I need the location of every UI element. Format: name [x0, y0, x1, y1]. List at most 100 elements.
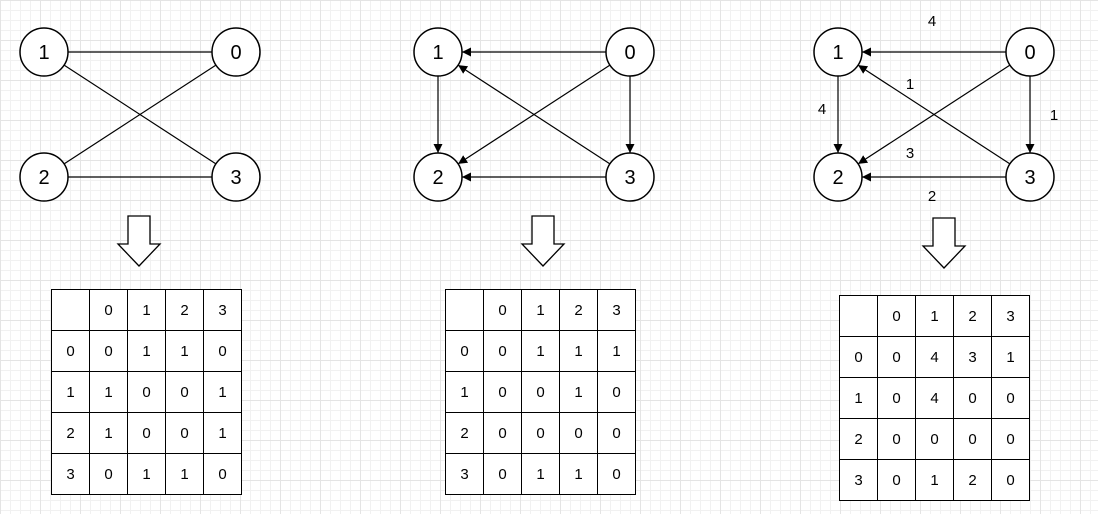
matrix-cell: 1 [521, 453, 560, 495]
matrix-cell: 0 [127, 371, 166, 413]
svg-text:3: 3 [230, 167, 241, 189]
graph-node: 0 [1005, 27, 1055, 77]
graph-node: 0 [605, 27, 655, 77]
svg-text:3: 3 [1024, 167, 1035, 189]
matrix-cell: 0 [483, 330, 522, 372]
matrix-header-cell: 2 [165, 289, 204, 331]
graph-node: 1 [413, 27, 463, 77]
matrix-cell: 0 [597, 412, 636, 454]
matrix-cell: 1 [521, 330, 560, 372]
matrix-header-cell: 3 [203, 289, 242, 331]
matrix-cell: 1 [597, 330, 636, 372]
edge-3-1 [457, 64, 611, 165]
matrix-cell: 0 [597, 453, 636, 495]
matrix-cell: 4 [915, 336, 954, 378]
matrix-header-cell: 0 [877, 295, 916, 337]
matrix-cell: 1 [89, 412, 128, 454]
matrix-cell: 3 [953, 336, 992, 378]
matrix-cell: 1 [915, 459, 954, 501]
graph-node: 2 [813, 152, 863, 202]
svg-text:0: 0 [1024, 42, 1035, 64]
matrix-cell: 1 [203, 371, 242, 413]
matrix-cell: 0 [991, 377, 1030, 419]
matrix-header-cell: 3 [597, 289, 636, 331]
matrix-cell: 1 [559, 371, 598, 413]
matrix-cell: 0 [127, 412, 166, 454]
matrix-row-label: 0 [839, 336, 878, 378]
svg-text:0: 0 [624, 42, 635, 64]
matrix-cell: 1 [559, 330, 598, 372]
matrix-row-label: 2 [445, 412, 484, 454]
svg-text:2: 2 [832, 167, 843, 189]
svg-text:2: 2 [432, 167, 443, 189]
matrix-cell: 1 [165, 453, 204, 495]
matrix-cell: 1 [991, 336, 1030, 378]
svg-text:1: 1 [432, 42, 443, 64]
matrix-header-cell [839, 295, 878, 337]
matrix-row-label: 1 [839, 377, 878, 419]
matrix-header-cell: 3 [991, 295, 1030, 337]
matrix-cell: 0 [877, 459, 916, 501]
matrix-cell: 0 [953, 377, 992, 419]
edge-weight-3-2: 2 [928, 188, 936, 205]
matrix-row-label: 2 [839, 418, 878, 460]
matrix-cell: 1 [559, 453, 598, 495]
matrix-cell: 0 [877, 377, 916, 419]
matrix-row-label: 1 [51, 371, 90, 413]
matrix-cell: 0 [877, 336, 916, 378]
matrix-cell: 1 [203, 412, 242, 454]
matrix-cell: 0 [991, 459, 1030, 501]
edge-weight-0-3: 1 [1050, 107, 1058, 124]
svg-text:1: 1 [832, 42, 843, 64]
matrix-header-cell [51, 289, 90, 331]
matrix-row-label: 0 [51, 330, 90, 372]
matrix-row-label: 2 [51, 412, 90, 454]
matrix-header-cell: 1 [127, 289, 166, 331]
edge-weight-0-2: 3 [906, 145, 914, 162]
matrix-cell: 1 [165, 330, 204, 372]
matrix-cell: 0 [483, 453, 522, 495]
edge-weight-0-1: 4 [928, 13, 936, 30]
graph-node: 2 [413, 152, 463, 202]
down-arrow-icon [921, 217, 967, 269]
down-arrow-icon [116, 215, 162, 267]
matrix-cell: 0 [597, 371, 636, 413]
matrix-header-cell: 1 [521, 289, 560, 331]
matrix-cell: 0 [203, 453, 242, 495]
edge-weight-3-1: 1 [906, 76, 914, 93]
matrix-cell: 0 [521, 371, 560, 413]
matrix-cell: 0 [483, 371, 522, 413]
svg-text:2: 2 [38, 167, 49, 189]
svg-text:0: 0 [230, 42, 241, 64]
graph-node: 3 [605, 152, 655, 202]
matrix-cell: 1 [127, 330, 166, 372]
matrix-cell: 0 [203, 330, 242, 372]
matrix-cell: 0 [89, 330, 128, 372]
matrix-cell: 0 [991, 418, 1030, 460]
graph-node: 1 [813, 27, 863, 77]
matrix-cell: 0 [953, 418, 992, 460]
matrix-cell: 4 [915, 377, 954, 419]
matrix-cell: 0 [915, 418, 954, 460]
svg-text:1: 1 [38, 42, 49, 64]
matrix-cell: 1 [89, 371, 128, 413]
graph-node: 2 [19, 152, 69, 202]
matrix-cell: 1 [127, 453, 166, 495]
matrix-row-label: 3 [839, 459, 878, 501]
edge-3-1 [857, 64, 1011, 165]
matrix-cell: 0 [165, 371, 204, 413]
